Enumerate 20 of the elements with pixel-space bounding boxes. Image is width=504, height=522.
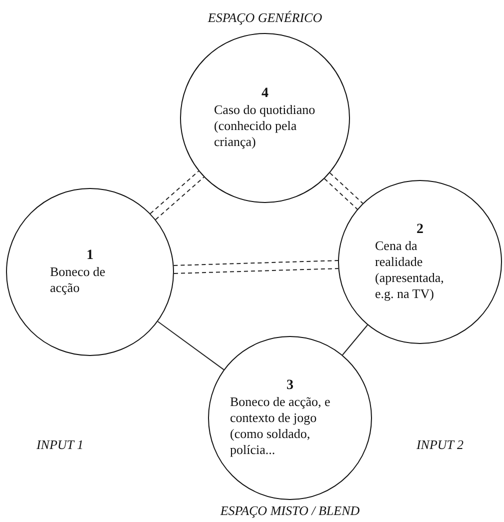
node-number: 1 (86, 248, 94, 264)
space-label: ESPAÇO GENÉRICO (208, 10, 322, 26)
dashed-line (173, 260, 338, 266)
node-number: 2 (416, 222, 424, 238)
node-number: 4 (262, 86, 268, 102)
connector-line (342, 324, 368, 356)
dashed-line (150, 170, 200, 214)
dashed-line (329, 172, 364, 204)
connector-line (157, 321, 224, 370)
dashed-line (174, 268, 339, 274)
node-number: 3 (286, 378, 294, 394)
dashed-line (324, 178, 358, 210)
node-text: Cena da realidade (apresentada, e.g. na TV) (375, 238, 445, 302)
node-text: Caso do quotidiano (conhecido pela criança) (214, 102, 316, 150)
node-text: Boneco de acção, e contexto de jogo (como soldado, polícia... (230, 394, 332, 458)
node-text: Boneco de acção (50, 264, 106, 296)
space-label: ESPAÇO MISTO / BLEND (220, 503, 360, 519)
input-label: INPUT 2 (416, 437, 464, 453)
dashed-line (155, 176, 204, 220)
input-label: INPUT 1 (36, 437, 84, 453)
